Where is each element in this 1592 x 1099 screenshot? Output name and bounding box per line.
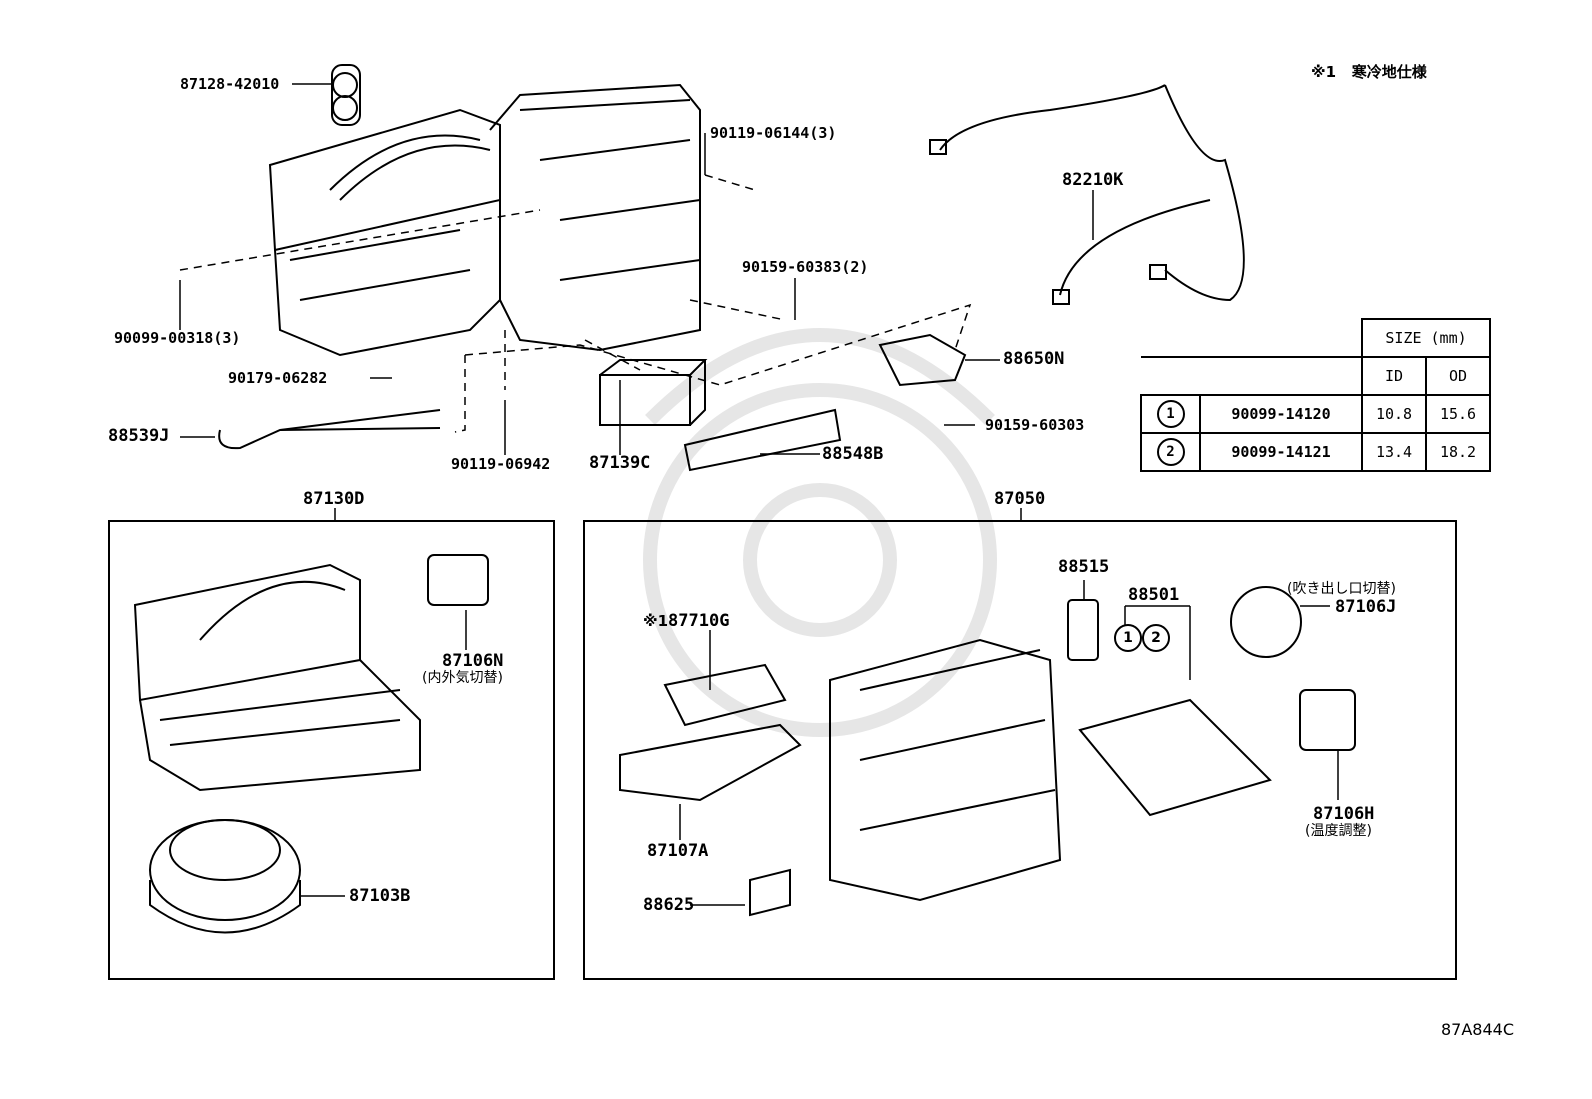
note-text: 寒冷地仕様 <box>1351 63 1427 81</box>
label-87106n-note: (内外気切替) <box>422 670 503 686</box>
label-87128-42010[interactable]: 87128-42010 <box>180 75 280 93</box>
label-87106j[interactable]: 87106J <box>1335 597 1397 617</box>
table-row-part[interactable]: 90099-14121 <box>1199 432 1363 472</box>
label-90099-00318[interactable]: 90099-00318(3) <box>114 329 241 347</box>
label-87710g-text: 87710G <box>668 611 730 631</box>
label-88501[interactable]: 88501 <box>1128 585 1180 605</box>
wire-harness-illustration <box>929 84 1245 305</box>
table-row-od: 18.2 <box>1425 432 1491 472</box>
table-row: 2 90099-14121 13.4 18.2 <box>1140 432 1491 472</box>
table-row-od: 15.6 <box>1425 394 1491 434</box>
label-87103b[interactable]: 87103B <box>349 886 411 906</box>
label-87130d[interactable]: 87130D <box>303 489 365 509</box>
heater-unit-illustration <box>619 586 1356 917</box>
label-88539j[interactable]: 88539J <box>108 426 170 446</box>
table-row-id: 10.8 <box>1361 394 1427 434</box>
leader-lines <box>179 83 1094 455</box>
table-header-size: SIZE (mm) <box>1361 318 1491 358</box>
table-row: 1 90099-14120 10.8 15.6 <box>1140 394 1491 434</box>
label-88515[interactable]: 88515 <box>1058 557 1110 577</box>
circle-marker-1: 1 <box>1114 624 1142 652</box>
label-87710g[interactable]: ※187710G <box>643 613 729 630</box>
note-mark: ※1 <box>1311 63 1337 81</box>
table-row-part[interactable]: 90099-14120 <box>1199 394 1363 434</box>
label-90179-06282[interactable]: 90179-06282 <box>228 369 328 387</box>
label-87106n[interactable]: 87106N <box>442 651 504 671</box>
section-box-87050 <box>583 520 1457 980</box>
label-87106j-note: (吹き出し口切替) <box>1287 581 1396 597</box>
label-88650n[interactable]: 88650N <box>1003 349 1065 369</box>
table-row-id: 13.4 <box>1361 432 1427 472</box>
label-87139c[interactable]: 87139C <box>589 453 651 473</box>
label-87106h-note: (温度調整) <box>1305 823 1372 839</box>
leader-lines-lower <box>679 580 1339 906</box>
table-col-id: ID <box>1361 356 1427 396</box>
table-row-mark: 1 <box>1156 400 1185 428</box>
label-90119-06942[interactable]: 90119-06942 <box>451 455 551 473</box>
figure-code: 87A844C <box>1441 1020 1515 1039</box>
label-87050[interactable]: 87050 <box>994 489 1046 509</box>
circle-marker-2: 2 <box>1142 624 1170 652</box>
o-ring-size-table: SIZE (mm) ID OD 1 90099-14120 10.8 15.6 … <box>1140 318 1491 472</box>
cold-region-note: ※1 寒冷地仕様 <box>1311 65 1427 80</box>
section-box-87130d <box>108 520 555 980</box>
label-87107a[interactable]: 87107A <box>647 841 709 861</box>
label-87710g-mark: ※1 <box>643 612 669 630</box>
hvac-unit-illustration-top <box>218 64 967 472</box>
label-90159-60303[interactable]: 90159-60303 <box>985 416 1085 434</box>
label-90159-60383[interactable]: 90159-60383(2) <box>742 258 869 276</box>
table-row-mark: 2 <box>1156 438 1185 466</box>
assembly-guide-lines <box>179 174 972 433</box>
section-pointers <box>334 508 1022 522</box>
label-87106h[interactable]: 87106H <box>1313 804 1375 824</box>
blower-unit-illustration <box>133 554 489 934</box>
table-col-od: OD <box>1425 356 1491 396</box>
label-90119-06144[interactable]: 90119-06144(3) <box>710 124 837 142</box>
label-82210k[interactable]: 82210K <box>1062 170 1124 190</box>
label-88548b[interactable]: 88548B <box>822 444 884 464</box>
label-88625[interactable]: 88625 <box>643 895 695 915</box>
